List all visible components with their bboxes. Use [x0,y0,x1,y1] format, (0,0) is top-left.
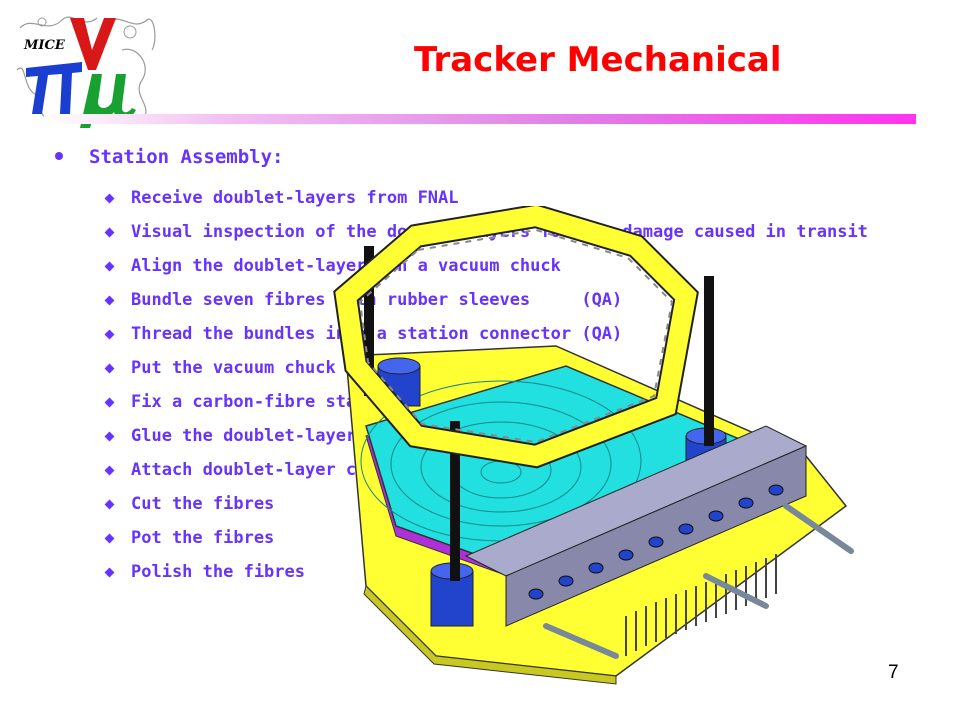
section-heading: Station Assembly: [44,146,283,168]
diamond-bullet-icon [104,261,115,272]
diamond-bullet-icon [104,567,115,578]
list-item: Receive doublet-layers from FNAL [104,186,904,210]
round-bullet-icon [55,152,63,160]
list-item: Pot the fibres [104,526,904,550]
list-item: Polish the fibres [104,560,904,584]
diamond-bullet-icon [104,397,115,408]
list-item: Cut the fibres [104,492,904,516]
list-item: Thread the bundles into a station connec… [104,322,904,346]
page-number: 7 [888,662,899,683]
list-item: Align the doublet-layers on a vacuum chu… [104,254,904,278]
diamond-bullet-icon [104,533,115,544]
section-heading-text: Station Assembly: [89,146,284,168]
diamond-bullet-icon [104,363,115,374]
diamond-bullet-icon [104,227,115,238]
station-assembly-jig-drawing [286,203,886,686]
diamond-bullet-icon [104,431,115,442]
slide-title: Tracker Mechanical [414,40,782,80]
diamond-bullet-icon [104,193,115,204]
diamond-bullet-icon [104,329,115,340]
diamond-bullet-icon [104,295,115,306]
diamond-bullet-icon [104,499,115,510]
title-divider [44,114,916,124]
mice-logo-text: MICE [24,38,65,53]
list-item: Bundle seven fibres with rubber sleeves … [104,288,904,312]
diamond-bullet-icon [104,465,115,476]
